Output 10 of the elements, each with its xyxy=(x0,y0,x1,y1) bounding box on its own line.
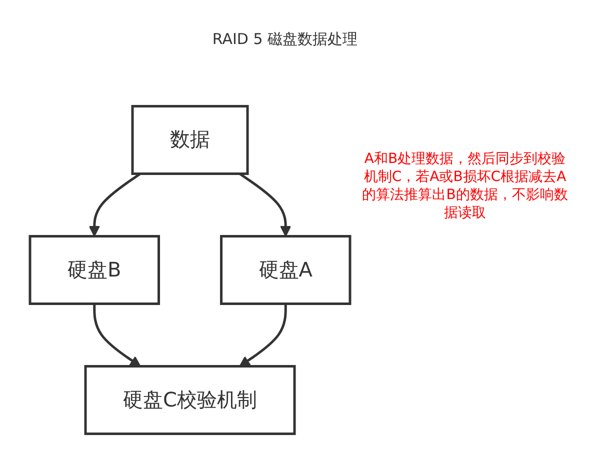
arrow xyxy=(239,304,287,367)
diagram-title: RAID 5 磁盘数据处理 xyxy=(211,30,359,49)
node-box: 数据 xyxy=(131,104,249,175)
note-text: A和B处理数据，然后同步到校验机制C，若A或B损坏C根据减去A的算法推算出B的数据，不影响数据读取 xyxy=(361,150,569,222)
node-box: 硬盘A xyxy=(220,235,352,305)
node-box: 硬盘C校验机制 xyxy=(84,365,296,436)
arrow xyxy=(88,172,142,237)
arrow xyxy=(93,304,141,367)
node-box: 硬盘B xyxy=(28,235,160,305)
arrow xyxy=(238,172,292,237)
